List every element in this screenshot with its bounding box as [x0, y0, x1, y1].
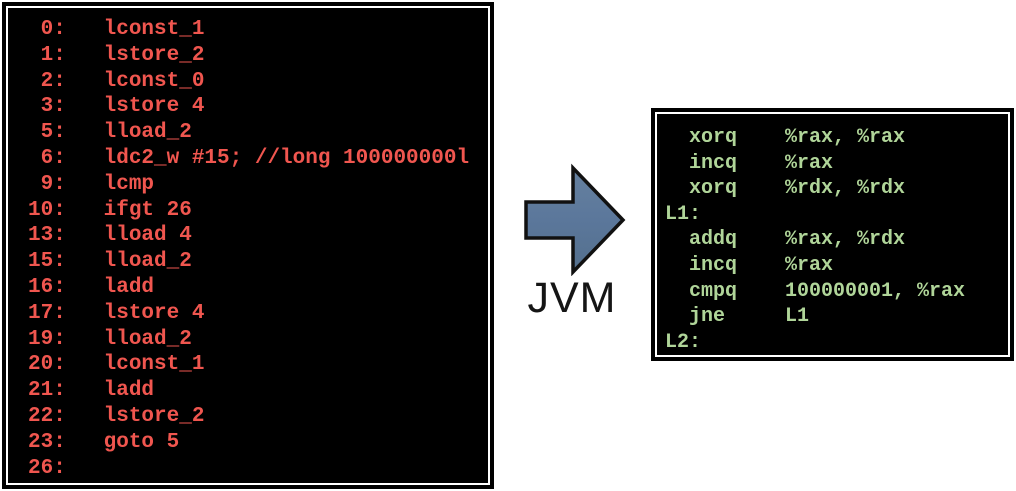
bytecode-line: 15: lload_2 [28, 250, 192, 274]
assembly-line: xorq %rdx, %rdx [665, 177, 906, 201]
bytecode-line: 2: lconst_0 [28, 69, 205, 93]
assembly-line: xorq %rax, %rax [665, 126, 906, 149]
right-block-arrow-icon [524, 163, 626, 277]
bytecode-line: 22: lstore_2 [28, 404, 205, 428]
assembly-line: incq %rax [665, 253, 834, 277]
bytecode-screen: 0: lconst_1 1: lstore_2 2: lconst_0 3: l… [8, 8, 488, 483]
bytecode-line: 19: lload_2 [28, 327, 192, 351]
bytecode-panel: 0: lconst_1 1: lstore_2 2: lconst_0 3: l… [2, 2, 494, 489]
jvm-arrow-icon [516, 162, 628, 277]
bytecode-line: 17: lstore 4 [28, 301, 205, 325]
assembly-line: cmpq 100000001, %rax [665, 279, 966, 303]
assembly-line: L1: [665, 202, 702, 226]
assembly-line: addq %rax, %rdx [665, 228, 906, 252]
bytecode-line: 3: lstore 4 [28, 95, 205, 119]
bytecode-line: 9: lcmp [28, 172, 155, 196]
assembly-line: jne L1 [665, 305, 810, 329]
jvm-label: JVM [527, 274, 617, 322]
bytecode-line: 1: lstore_2 [28, 43, 205, 67]
bytecode-line: 21: ladd [28, 379, 155, 403]
bytecode-line: 0: lconst_1 [28, 18, 205, 41]
assembly-line: L2: [665, 330, 702, 354]
assembly-screen: xorq %rax, %rax incq %rax xorq %rdx, %rd… [657, 114, 1008, 355]
bytecode-line: 23: goto 5 [28, 430, 180, 454]
bytecode-line: 20: lconst_1 [28, 353, 205, 377]
bytecode-line: 26: [28, 456, 66, 480]
assembly-panel: xorq %rax, %rax incq %rax xorq %rdx, %rd… [651, 108, 1014, 361]
bytecode-line: 10: ifgt 26 [28, 198, 192, 222]
bytecode-line: 13: lload 4 [28, 224, 192, 248]
assembly-listing: xorq %rax, %rax incq %rax xorq %rdx, %rd… [665, 125, 1004, 355]
bytecode-line: 5: lload_2 [28, 121, 192, 145]
assembly-line: incq %rax [665, 151, 834, 175]
bytecode-line: 6: ldc2_w #15; //long 100000000l [28, 146, 470, 170]
bytecode-listing: 0: lconst_1 1: lstore_2 2: lconst_0 3: l… [28, 17, 484, 481]
bytecode-line: 16: ladd [28, 275, 155, 299]
